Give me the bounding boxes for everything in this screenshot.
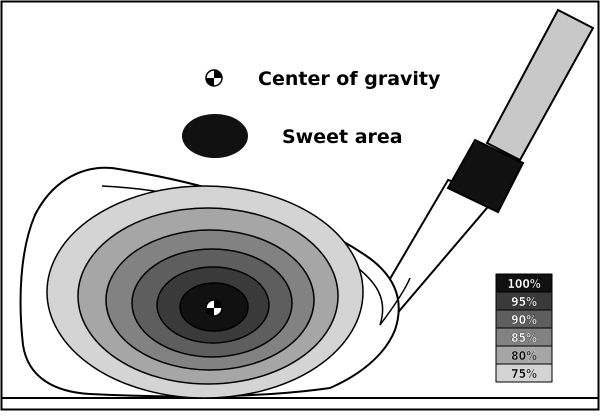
cog-key-label: Center of gravity bbox=[258, 68, 441, 90]
legend-swatch-75 bbox=[495, 363, 553, 383]
legend-label-95: 95% bbox=[511, 295, 537, 309]
hosel-band bbox=[446, 138, 525, 214]
legend-label-100: 100% bbox=[507, 277, 541, 291]
percentage-legend: 100% 95% 90% 85% 80% 75% bbox=[495, 273, 553, 383]
cog-key-icon bbox=[205, 69, 223, 87]
club-grip bbox=[485, 8, 595, 162]
legend-label-85: 85% bbox=[511, 331, 537, 345]
efficiency-zones bbox=[46, 185, 364, 399]
legend-label-75: 75% bbox=[511, 367, 537, 381]
legend-label-90: 90% bbox=[511, 313, 537, 327]
cog-marker-on-face bbox=[205, 299, 223, 317]
legend-label-80: 80% bbox=[511, 349, 537, 363]
sweet-area-key-icon bbox=[182, 114, 248, 158]
hosel-join-line bbox=[379, 277, 411, 326]
sweet-area-key-label: Sweet area bbox=[282, 126, 403, 148]
